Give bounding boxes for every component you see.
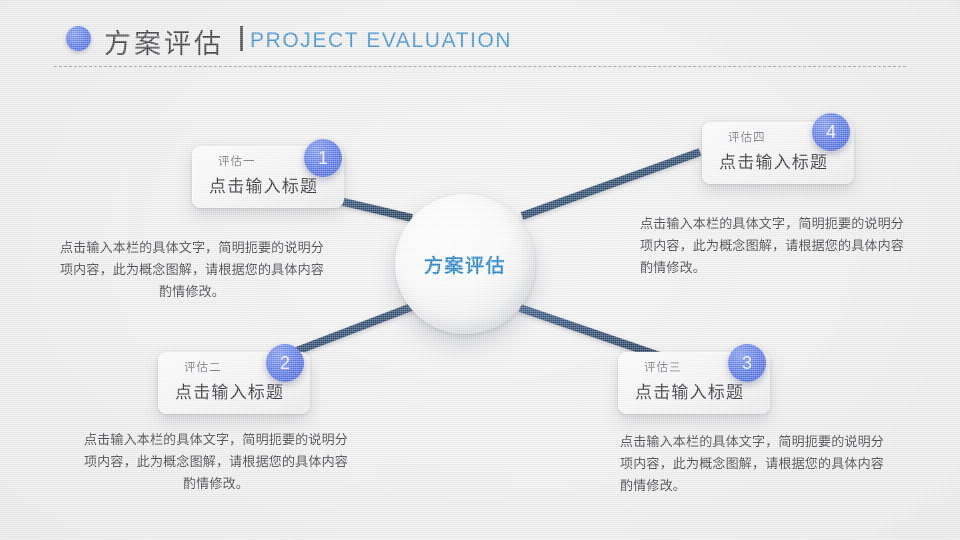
connector-to-node-2	[292, 302, 416, 356]
page-title-cn: 方案评估	[104, 29, 224, 60]
center-hub: 方案评估	[395, 194, 535, 334]
blue-dot-icon	[66, 26, 91, 51]
node-1-eyebrow: 评估一	[218, 154, 256, 168]
node-4-body: 点击输入本栏的具体文字，简明扼要的说明分项内容，此为概念图解，请根据您的具体内容…	[640, 217, 905, 276]
node-1-title: 点击输入标题	[209, 177, 319, 197]
node-1-badge: 1	[304, 139, 342, 177]
node-4-eyebrow: 评估四	[728, 130, 766, 144]
node-2-badge: 2	[266, 344, 304, 382]
slide-header: 方案评估 PROJECT EVALUATION	[0, 0, 960, 72]
node-4-badge: 4	[812, 113, 850, 151]
connector-to-node-4	[520, 148, 702, 220]
node-2-body: 点击输入本栏的具体文字，简明扼要的说明分项内容，此为概念图解，请根据您的具体内容…	[83, 433, 348, 492]
connector-to-node-3	[518, 304, 662, 360]
center-hub-label: 方案评估	[423, 254, 506, 277]
title-separator-bar	[240, 26, 243, 51]
node-3-title: 点击输入标题	[635, 383, 745, 403]
node-1-body: 点击输入本栏的具体文字，简明扼要的说明分项内容，此为概念图解，请根据您的具体内容…	[59, 241, 324, 300]
page-title-en: PROJECT EVALUATION	[250, 29, 513, 52]
node-3-eyebrow: 评估三	[644, 360, 682, 374]
header-divider	[54, 66, 906, 67]
node-4-badge-label: 4	[825, 121, 836, 142]
node-3-badge-label: 3	[741, 352, 752, 373]
node-2-title: 点击输入标题	[175, 383, 285, 403]
node-3-badge: 3	[728, 344, 766, 382]
node-2-eyebrow: 评估二	[184, 360, 222, 374]
node-3-body: 点击输入本栏的具体文字，简明扼要的说明分项内容，此为概念图解，请根据您的具体内容…	[620, 435, 885, 494]
node-4-title: 点击输入标题	[719, 153, 829, 173]
node-2-badge-label: 2	[279, 352, 290, 373]
node-1-badge-label: 1	[317, 147, 328, 168]
node-card-4[interactable]: 评估四 点击输入标题	[693, 122, 854, 184]
